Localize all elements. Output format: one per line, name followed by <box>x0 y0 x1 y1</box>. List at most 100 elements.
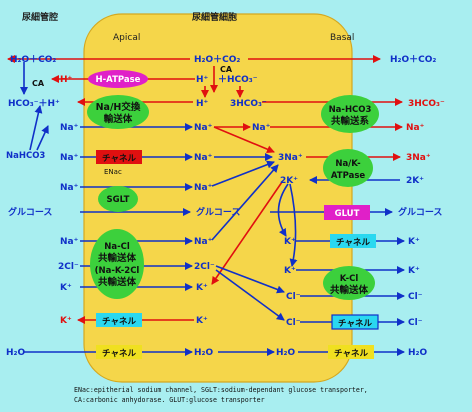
label-3hco3-right: 3HCO₃⁻ <box>408 99 445 109</box>
label-3na-cell: 3Na⁺ <box>278 153 303 163</box>
aquaporin-apical <box>96 345 142 359</box>
kcl-label-1: K-Cl <box>340 274 359 284</box>
label-h-cell2: H⁺ <box>196 99 209 109</box>
arrow-nahco3-na <box>36 125 49 151</box>
label-h2o-l: H₂O <box>6 348 25 358</box>
nakcl-label-2: 共輸送体 <box>98 252 137 264</box>
footnote-line-2: CA:carbonic anhydorase. GLUT:glucose tra… <box>74 396 265 404</box>
nak-label-2: ATPase <box>331 171 366 181</box>
kcl-cotransporter <box>323 266 375 300</box>
cell-header: 尿細管細胞 <box>192 11 237 23</box>
label-3na-right: 3Na⁺ <box>406 153 431 163</box>
label-na-c4: Na⁺ <box>194 237 213 247</box>
label-glucose-l: グルコース <box>8 206 52 218</box>
label-glucose-c: グルコース <box>196 206 240 218</box>
nah-label-2: 輸送体 <box>104 113 133 125</box>
sglt-transporter <box>98 186 138 212</box>
arrow-2k-to-kcell <box>211 181 283 285</box>
label-k-mid2: K⁺ <box>284 266 296 276</box>
label-h-left: H⁺ <box>60 75 73 85</box>
label-h2o-r: H₂O <box>408 348 427 358</box>
label-k-l5: K⁺ <box>60 283 72 293</box>
aquaporin-apical-label: チャネル <box>102 348 136 359</box>
k-channel-apical <box>96 313 142 327</box>
label-na-c1b: Na⁺ <box>252 123 271 133</box>
sglt-label: SGLT <box>107 195 130 205</box>
label-2k-cell: 2K⁺ <box>280 176 298 186</box>
h-atpase-label: H-ATPase <box>96 75 141 85</box>
lumen-header: 尿細管腔 <box>22 11 58 23</box>
nakcl-label-3: (Na-K-2Cl <box>95 266 140 276</box>
label-nahco3: NaHCO3 <box>6 151 45 161</box>
label-k-mid1: K⁺ <box>284 237 296 247</box>
label-na-c2: Na⁺ <box>194 153 213 163</box>
arrow-nahco3-hco3 <box>29 105 43 151</box>
nak-atpase <box>323 149 373 187</box>
arrow-cl-to-mid2 <box>215 269 285 321</box>
arrow-na-to-3na-4 <box>211 164 279 241</box>
kcl-label-2: 共輸送体 <box>330 284 369 296</box>
nakcl-cotransporter <box>90 229 144 299</box>
arrow-na-to-3na-3 <box>211 160 275 187</box>
label-na-l1: Na⁺ <box>60 123 79 133</box>
nahco3-label-1: Na-HCO3 <box>329 105 372 115</box>
cl-channel-basal-label: チャネル <box>338 318 372 329</box>
label-na-r1: Na⁺ <box>406 123 425 133</box>
label-k-l6: K⁺ <box>60 316 72 326</box>
arrow-cl-to-mid1 <box>215 265 285 294</box>
label-hco3-cell-plus: ＋HCO₃⁻ <box>218 74 258 85</box>
glut-label: GLUT <box>335 209 360 219</box>
h-atpase-pump <box>88 70 148 88</box>
label-na-l4: Na⁺ <box>60 237 79 247</box>
label-k-r2: K⁺ <box>408 266 420 276</box>
label-k-c5: K⁺ <box>196 283 208 293</box>
label-na-l3: Na⁺ <box>60 183 79 193</box>
label-2cl-l: 2Cl⁻ <box>58 262 79 272</box>
label-cl-mid2: Cl⁻ <box>286 318 301 328</box>
nakcl-label-4: 共輸送体 <box>98 276 137 288</box>
nakcl-label-1: Na-Cl <box>104 242 130 252</box>
arrow-na-to-3na-1 <box>213 126 275 153</box>
enac-channel-label: チャネル <box>102 153 136 164</box>
label-h2o-co2-left: H₂O＋CO₂ <box>10 54 56 65</box>
enac-channel <box>96 150 142 164</box>
footnote-line-1: ENac:epitherial sodium channel, SGLT:sod… <box>74 386 368 394</box>
label-2k-right: 2K⁺ <box>406 176 424 186</box>
k-channel-basal <box>330 234 376 248</box>
apical-label: Apical <box>113 33 140 43</box>
aquaporin-basal <box>328 345 374 359</box>
label-h2o-m: H₂O <box>276 348 295 358</box>
label-na-c1: Na⁺ <box>194 123 213 133</box>
glut-transporter <box>324 205 370 220</box>
k-channel-basal-label: チャネル <box>336 237 370 248</box>
basal-label: Basal <box>330 33 354 43</box>
nah-exchanger <box>87 95 149 129</box>
label-2cl-c: 2Cl⁻ <box>194 262 215 272</box>
label-h-cell: H⁺ <box>196 75 209 85</box>
label-h2o-c: H₂O <box>194 348 213 358</box>
label-cl-r1: Cl⁻ <box>408 292 423 302</box>
aquaporin-basal-label: チャネル <box>334 348 368 359</box>
label-k-c6: K⁺ <box>196 316 208 326</box>
label-enac: ENac <box>104 168 122 176</box>
cl-channel-basal <box>331 314 379 330</box>
label-cl-mid1: Cl⁻ <box>286 292 301 302</box>
nah-label-1: Na/H交換 <box>96 101 141 113</box>
label-glucose-r: グルコース <box>398 206 442 218</box>
arrow-2k-to-k1 <box>277 183 289 237</box>
nak-label-1: Na/K- <box>335 159 361 169</box>
nahco3-cotransporter <box>321 95 379 133</box>
label-hco3-h-left: HCO₃⁻＋H⁺ <box>8 98 60 109</box>
arrow-2k-to-k2 <box>289 183 298 267</box>
k-channel-apical-label: チャネル <box>102 316 136 327</box>
label-k-r1: K⁺ <box>408 237 420 247</box>
label-ca-left: CA <box>32 79 45 88</box>
label-na-c3: Na⁺ <box>194 183 213 193</box>
label-ca-cell: CA <box>220 65 233 74</box>
label-h2o-co2-right: H₂O＋CO₂ <box>390 54 436 65</box>
label-cl-r2: Cl⁻ <box>408 318 423 328</box>
tubule-cell <box>83 13 353 383</box>
nahco3-label-2: 共輸送系 <box>331 115 370 127</box>
